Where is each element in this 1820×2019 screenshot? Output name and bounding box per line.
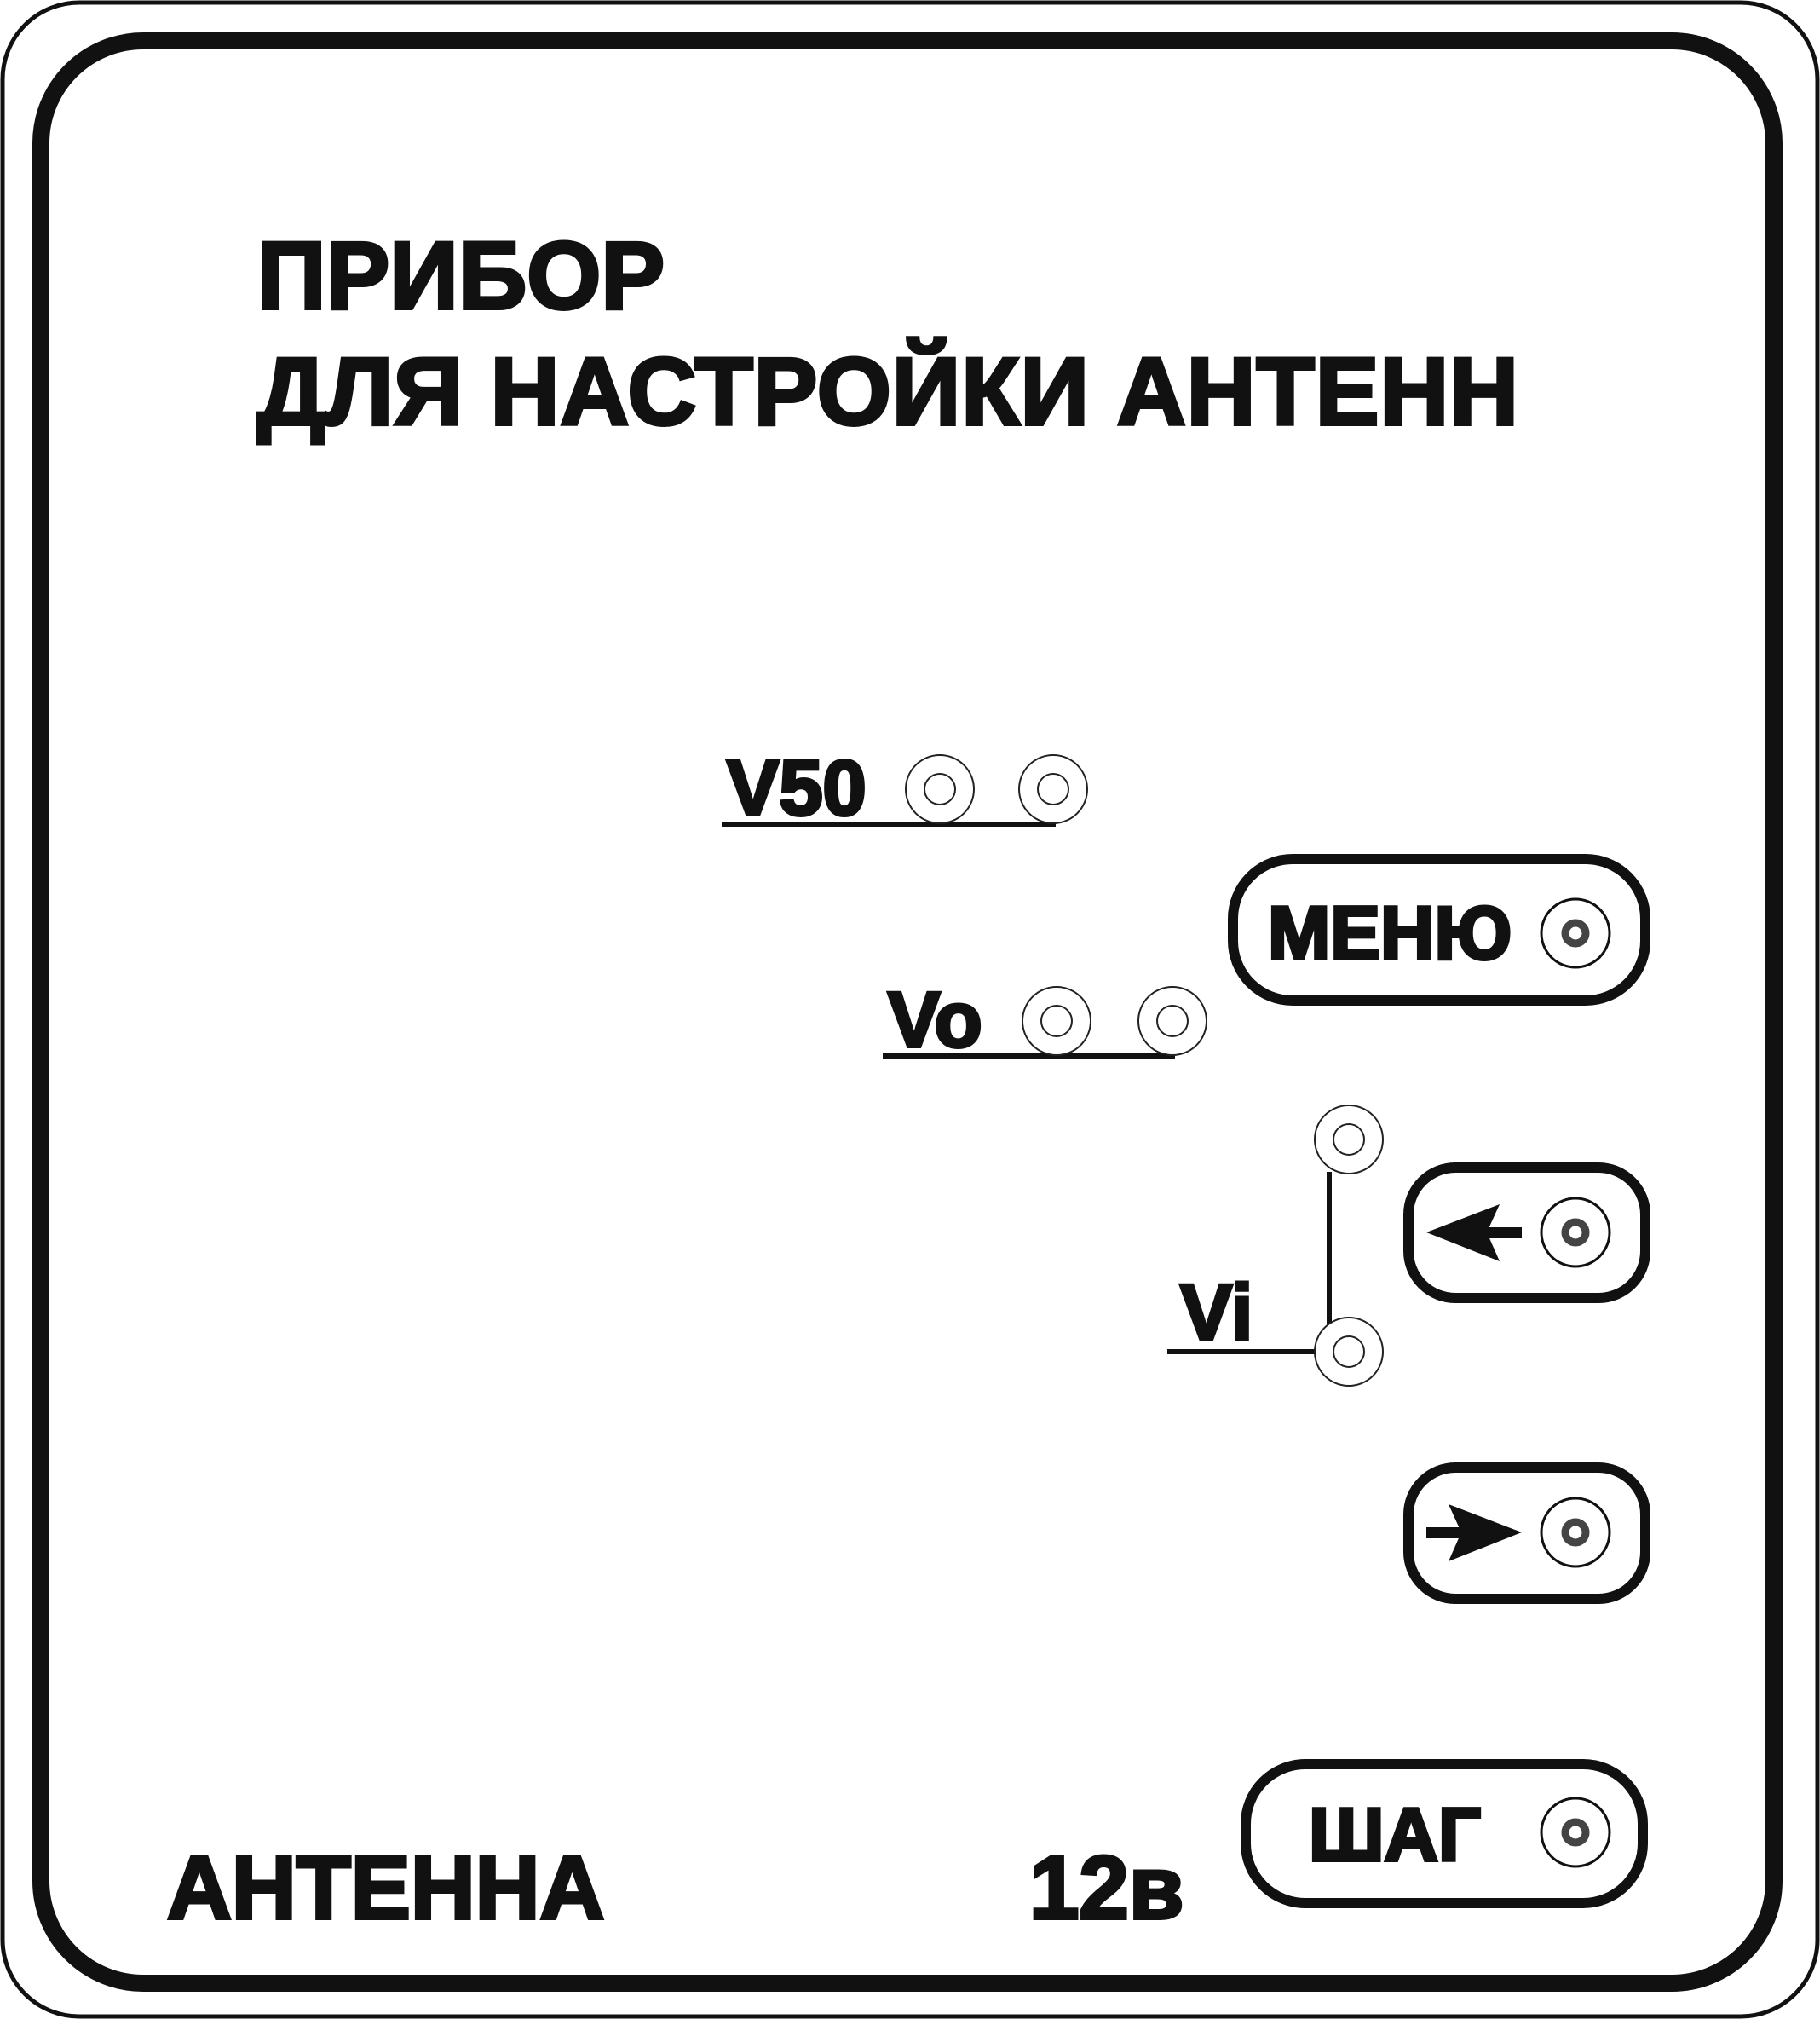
- vi-terminal-2[interactable]: [1314, 1317, 1384, 1387]
- right-knob-icon: [1540, 1497, 1611, 1568]
- inner-frame: [32, 32, 1783, 1992]
- step-button[interactable]: ШАГ: [1241, 1759, 1648, 1908]
- vi-terminal-1[interactable]: [1314, 1105, 1384, 1174]
- menu-button-label: МЕНЮ: [1268, 891, 1512, 975]
- vo-terminal-group: Vo: [883, 975, 1207, 1065]
- v50-label: V50: [727, 745, 867, 832]
- left-knob-icon: [1540, 1197, 1611, 1268]
- vo-terminal-2[interactable]: [1138, 986, 1207, 1056]
- left-arrow-button[interactable]: [1403, 1162, 1650, 1303]
- v50-terminal-1[interactable]: [905, 754, 975, 824]
- vo-label: Vo: [888, 977, 982, 1064]
- vo-terminal-1[interactable]: [1022, 986, 1091, 1056]
- voltage-label: 12в: [1029, 1838, 1184, 1938]
- right-arrow-button[interactable]: [1403, 1462, 1650, 1604]
- panel-title-line1: ПРИБОР: [257, 222, 665, 329]
- menu-button[interactable]: МЕНЮ: [1228, 854, 1650, 1006]
- v50-terminal-2[interactable]: [1018, 754, 1088, 824]
- vi-terminal-group: Vi: [1167, 1105, 1384, 1387]
- step-button-label: ШАГ: [1309, 1792, 1481, 1877]
- step-knob-icon: [1540, 1797, 1611, 1868]
- arrow-right-icon: [1426, 1504, 1522, 1561]
- antenna-label: АНТЕННА: [167, 1838, 604, 1938]
- panel-title-line2: ДЛЯ НАСТРОЙКИ АНТЕНН: [257, 338, 1518, 445]
- menu-knob-icon: [1540, 897, 1611, 969]
- arrow-left-icon: [1426, 1204, 1522, 1261]
- v50-terminal-group: V50: [722, 743, 1088, 834]
- vi-label: Vi: [1180, 1269, 1253, 1356]
